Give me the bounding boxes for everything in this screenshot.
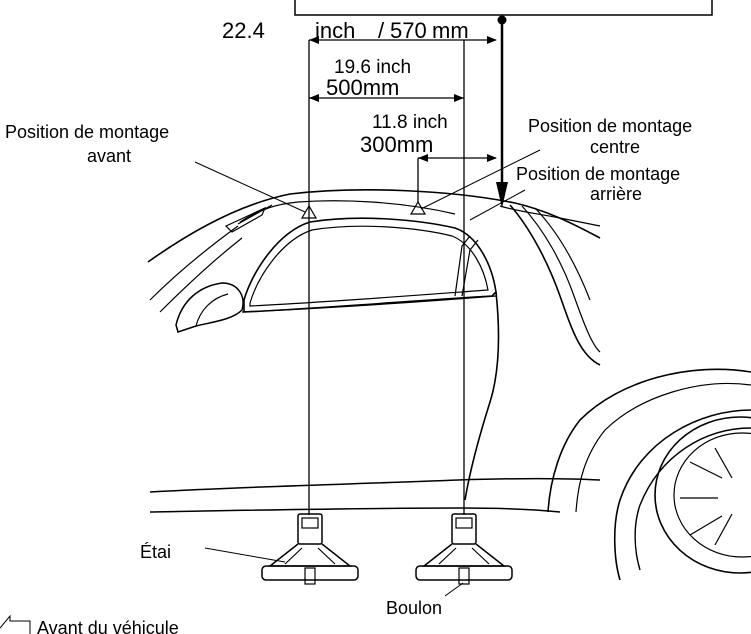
center-mount-triangle [409, 200, 427, 215]
rim-spokes [680, 447, 733, 546]
side-crease-line [149, 477, 601, 493]
rear-position-label-line1: Position de montage [516, 164, 680, 184]
windshield-inner-line [159, 237, 243, 313]
front-position-label-line2: avant [87, 146, 131, 166]
total-dim-mm: 570 [390, 18, 427, 43]
stay-front-clamp [297, 513, 323, 545]
stay-front-ribs [284, 547, 336, 565]
stay-front-foot [261, 565, 359, 581]
door-rear-edge [464, 291, 500, 501]
rear-arrow-head [496, 182, 508, 208]
rim-outer [654, 416, 751, 574]
rear-position-leader [469, 189, 526, 221]
front-position-leader [194, 161, 306, 213]
front-position-label-line1: Position de montage [5, 122, 169, 142]
center-position-label-line1: Position de montage [528, 116, 692, 136]
rear-position-label-line2: arrière [590, 184, 642, 204]
stay-front-clamp-window [301, 517, 319, 529]
tire-inner [634, 427, 751, 571]
middle-dim-mm: 500mm [326, 75, 399, 100]
stay-rear-ribs [438, 547, 490, 565]
c-pillar-inner [521, 205, 601, 353]
front-rail-edge [224, 206, 267, 233]
side-mirror-inner [195, 293, 229, 327]
side-mirror [175, 282, 244, 333]
fender-arch-outer [547, 368, 751, 513]
middle-dim-arrow-right [454, 94, 464, 102]
short-dim-mm: 300mm [360, 132, 433, 157]
center-position-label-line2: centre [590, 137, 640, 157]
stay-leader [204, 547, 286, 563]
rear-wheel [613, 409, 751, 581]
tire-outer [613, 409, 751, 581]
side-window-outer [243, 217, 497, 313]
sill-line [149, 507, 561, 513]
title-box [294, 0, 713, 16]
stay-label: Étai [140, 542, 171, 562]
total-dim-arrow-right [487, 36, 497, 44]
stay-rear-bolt [458, 567, 470, 585]
b-pillar-inner [461, 239, 479, 297]
beltline [241, 295, 497, 313]
short-dim-inch: 11.8 inch [372, 112, 448, 133]
side-window-inner [249, 225, 489, 307]
short-dim-arrow-right [487, 154, 497, 162]
roof-line [147, 189, 601, 263]
total-dim-slash: / [378, 18, 385, 43]
fender-arch-inner [575, 382, 751, 513]
windshield-line [149, 225, 239, 301]
total-dim-inch: 22.4 [222, 18, 265, 43]
stay-rear-clamp-window [455, 517, 473, 529]
rim-inner [673, 432, 751, 558]
middle-dim-inch: 19.6 inch [334, 57, 411, 78]
bolt-label: Boulon [386, 598, 442, 618]
c-pillar-glass [534, 207, 591, 301]
total-dim-arrow-left [309, 36, 319, 44]
middle-dim-arrow-left [309, 94, 319, 102]
front-rail [237, 204, 273, 225]
stay-rear-clamp [451, 513, 477, 545]
stay-rear-foot [415, 565, 513, 581]
total-dim-inch-unit: inch [315, 18, 355, 43]
stay-front-body [267, 543, 353, 567]
car-outline [147, 189, 751, 581]
stay-rear-body [421, 543, 507, 567]
stay-front [261, 513, 359, 585]
total-dim-mm-unit: mm [432, 18, 469, 43]
roof-rear-line [499, 205, 601, 227]
b-pillar [454, 235, 471, 297]
center-position-leader [420, 149, 541, 210]
vehicle-front-arrow-icon [0, 614, 31, 634]
stay-rear [415, 513, 513, 585]
short-dim-arrow-left [418, 154, 428, 162]
vehicle-front-label: Avant du véhicule [37, 618, 179, 634]
stay-front-bolt [304, 567, 316, 585]
bolt-leader [444, 582, 464, 597]
c-pillar-outer [509, 204, 601, 366]
